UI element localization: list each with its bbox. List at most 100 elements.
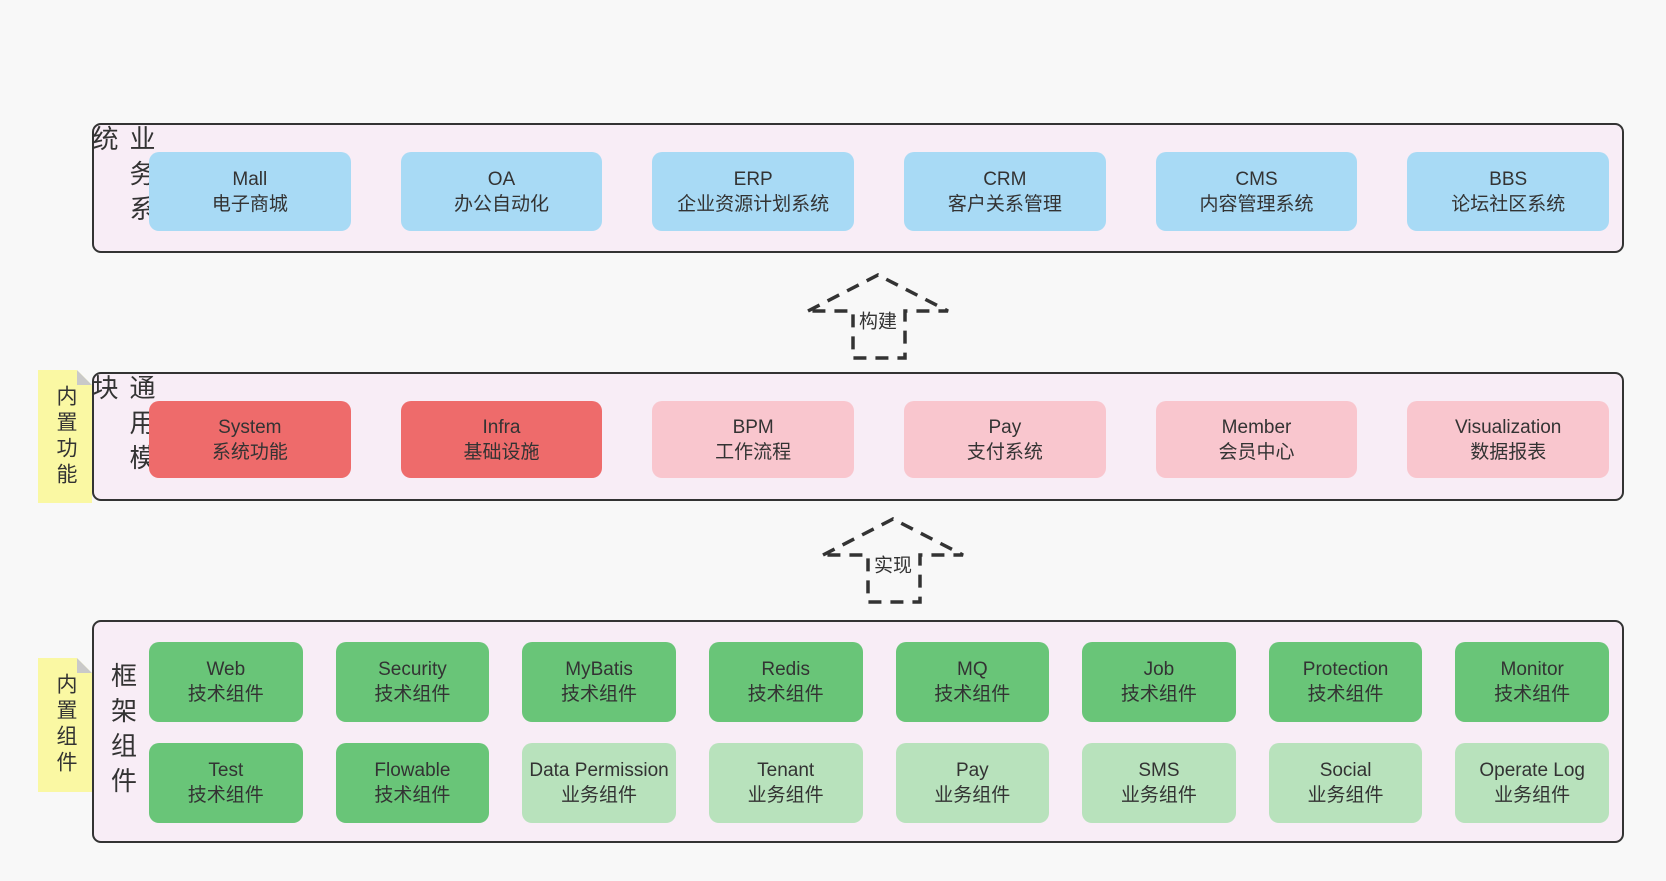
node-subtitle: 技术组件 [747, 684, 824, 705]
node-title: MQ [957, 659, 988, 680]
node-title: SMS [1138, 760, 1180, 781]
node-subtitle: 电子商城 [211, 193, 288, 215]
node-subtitle: 业务组件 [561, 785, 638, 806]
node-title: Flowable [374, 760, 451, 781]
node-subtitle: 业务组件 [1307, 785, 1384, 806]
node-title: Security [378, 659, 447, 680]
sticky-note-built-in-components: 内置组件 [38, 658, 92, 792]
node-title: BBS [1489, 168, 1528, 190]
node-title: OA [487, 168, 516, 190]
node-mq: MQ 技术组件 [895, 642, 1050, 722]
node-subtitle: 业务组件 [1494, 785, 1571, 806]
node-subtitle: 技术组件 [1494, 684, 1571, 705]
node-title: Operate Log [1479, 760, 1585, 781]
node-title: Data Permission [529, 760, 669, 781]
node-title: Protection [1302, 659, 1389, 680]
node-social: Social 业务组件 [1268, 743, 1423, 823]
node-title: Web [206, 659, 246, 680]
node-bpm: BPM 工作流程 [652, 401, 855, 478]
node-subtitle: 业务组件 [1120, 785, 1197, 806]
build-arrow: 构建 [807, 273, 949, 361]
node-subtitle: 工作流程 [715, 441, 792, 463]
node-subtitle: 技术组件 [187, 684, 264, 705]
node-subtitle: 技术组件 [374, 684, 451, 705]
node-mall: Mall 电子商城 [149, 152, 351, 231]
node-web: Web 技术组件 [149, 642, 303, 722]
node-title: Infra [482, 416, 521, 438]
node-subtitle: 业务组件 [934, 785, 1011, 806]
dashed-up-arrow-icon [822, 517, 964, 604]
node-crm: CRM 客户关系管理 [904, 152, 1106, 231]
node-subtitle: 业务组件 [747, 785, 824, 806]
dashed-up-arrow-icon [807, 273, 949, 360]
node-title: Visualization [1455, 416, 1562, 438]
node-tenant: Tenant 业务组件 [708, 743, 863, 823]
node-title: Test [208, 760, 244, 781]
node-protection: Protection 技术组件 [1268, 642, 1423, 722]
arrow-label: 构建 [854, 305, 902, 335]
node-title: MyBatis [565, 659, 633, 680]
sticky-note-built-in-features: 内置功能 [38, 370, 92, 503]
node-job: Job 技术组件 [1082, 642, 1236, 722]
layer-label: 业务系统 [89, 125, 156, 251]
node-subtitle: 支付系统 [966, 441, 1043, 463]
node-subtitle: 论坛社区系统 [1451, 193, 1566, 215]
node-title: Monitor [1500, 659, 1564, 680]
node-infra: Infra 基础设施 [400, 401, 603, 478]
node-oa: OA 办公自动化 [400, 152, 603, 231]
node-mybatis: MyBatis 技术组件 [522, 642, 676, 722]
node-subtitle: 技术组件 [934, 684, 1011, 705]
node-subtitle: 办公自动化 [454, 193, 550, 215]
node-title: Pay [988, 416, 1022, 438]
node-title: Mall [232, 168, 268, 190]
node-subtitle: 技术组件 [187, 785, 264, 806]
node-title: CRM [983, 168, 1027, 190]
node-monitor: Monitor 技术组件 [1455, 642, 1609, 722]
node-title: CMS [1235, 168, 1278, 190]
implement-arrow: 实现 [822, 517, 964, 605]
node-title: BPM [732, 416, 774, 438]
node-subtitle: 基础设施 [463, 441, 540, 463]
layer-label-text: 框架组件 [107, 661, 138, 802]
node-subtitle: 数据报表 [1470, 441, 1547, 463]
node-subtitle: 内容管理系统 [1199, 193, 1314, 215]
node-subtitle: 技术组件 [1307, 684, 1384, 705]
node-subtitle: 技术组件 [561, 684, 638, 705]
node-redis: Redis 技术组件 [708, 642, 863, 722]
node-title: Tenant [757, 760, 815, 781]
sticky-note-text: 内置功能 [54, 384, 77, 489]
node-operate-log: Operate Log 业务组件 [1455, 743, 1609, 823]
node-subtitle: 技术组件 [1120, 684, 1197, 705]
node-title: Redis [761, 659, 810, 680]
node-pay: Pay 支付系统 [904, 401, 1106, 478]
node-cms: CMS 内容管理系统 [1155, 152, 1358, 231]
node-title: Member [1221, 416, 1292, 438]
node-subtitle: 系统功能 [211, 441, 288, 463]
node-bbs: BBS 论坛社区系统 [1407, 152, 1610, 231]
node-test: Test 技术组件 [149, 743, 303, 823]
node-title: Job [1143, 659, 1175, 680]
node-data-permission: Data Permission 业务组件 [522, 743, 676, 823]
sticky-note-text: 内置组件 [54, 673, 77, 777]
node-subtitle: 客户关系管理 [947, 193, 1062, 215]
layer-label: 通用模块 [89, 374, 156, 499]
arrow-label: 实现 [869, 549, 917, 579]
node-title: Social [1319, 760, 1372, 781]
node-security: Security 技术组件 [335, 642, 490, 722]
layer-label: 框架组件 [100, 622, 146, 841]
